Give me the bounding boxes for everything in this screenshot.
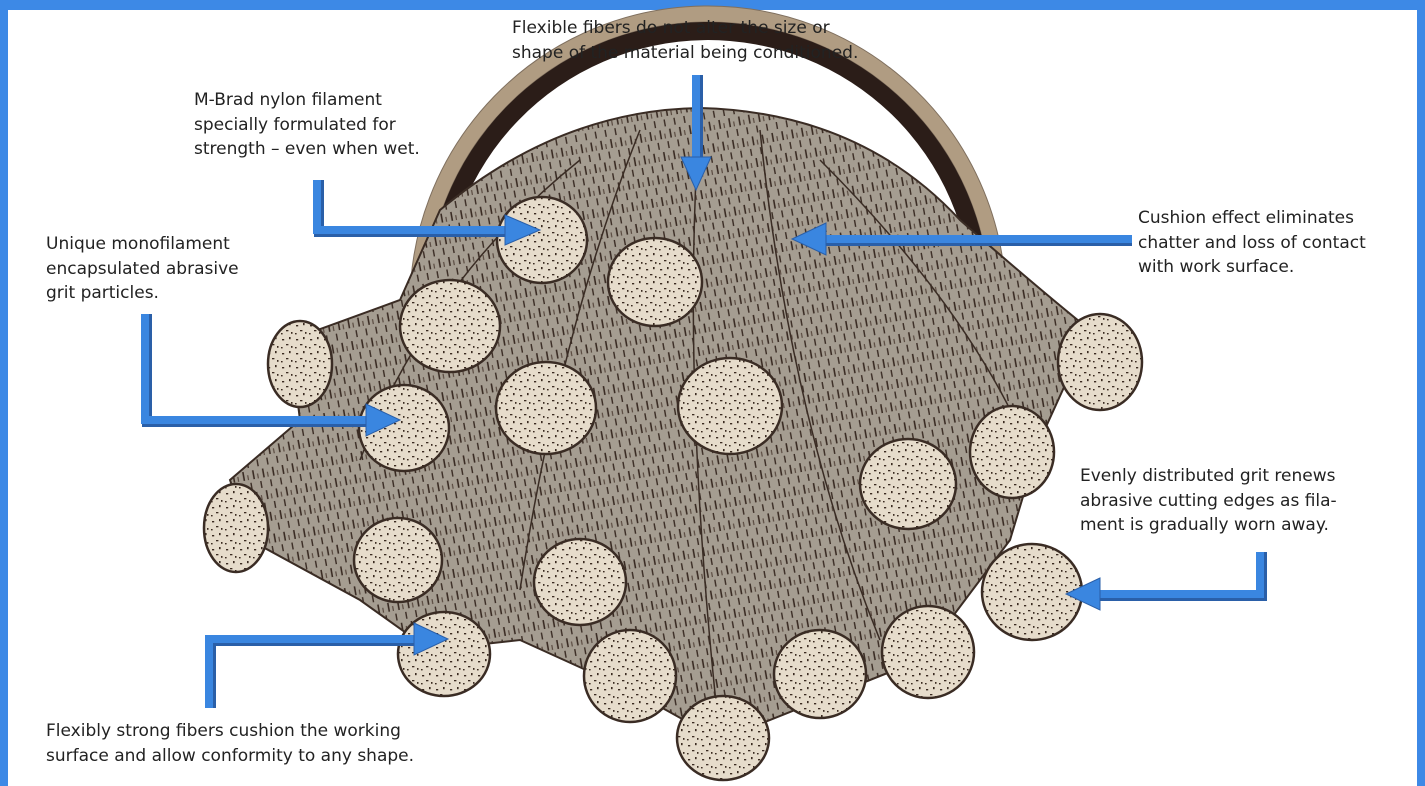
filament-end (354, 518, 442, 602)
callout-strong-fibers: Flexibly strong fibers cushion the worki… (46, 719, 414, 768)
filament-end (677, 696, 769, 780)
filament-end (774, 630, 866, 718)
filament-end (496, 362, 596, 454)
filament-end (398, 612, 490, 696)
filament-end (534, 539, 626, 625)
callout-mbrad-nylon: M-Brad nylon filament specially formulat… (194, 88, 420, 162)
arrow-evenly (1066, 552, 1262, 610)
filament-end (1058, 314, 1142, 410)
filament-end (882, 606, 974, 698)
filament-end (970, 406, 1054, 498)
filament-end (268, 321, 332, 407)
filament-end (400, 280, 500, 372)
callout-even-grit: Evenly distributed grit renews abrasive … (1080, 464, 1337, 538)
filament-end (860, 439, 956, 529)
callout-cushion-effect: Cushion effect eliminates chatter and lo… (1138, 206, 1366, 280)
filament-end (204, 484, 268, 572)
callout-flexible-fibers: Flexible fibers do not alter the size or… (512, 16, 858, 65)
filament-end (584, 630, 676, 722)
filament-end (678, 358, 782, 454)
filament-end (982, 544, 1082, 640)
filament-end (608, 238, 702, 326)
callout-monofilament-grit: Unique monofilament encapsulated abrasiv… (46, 232, 239, 306)
